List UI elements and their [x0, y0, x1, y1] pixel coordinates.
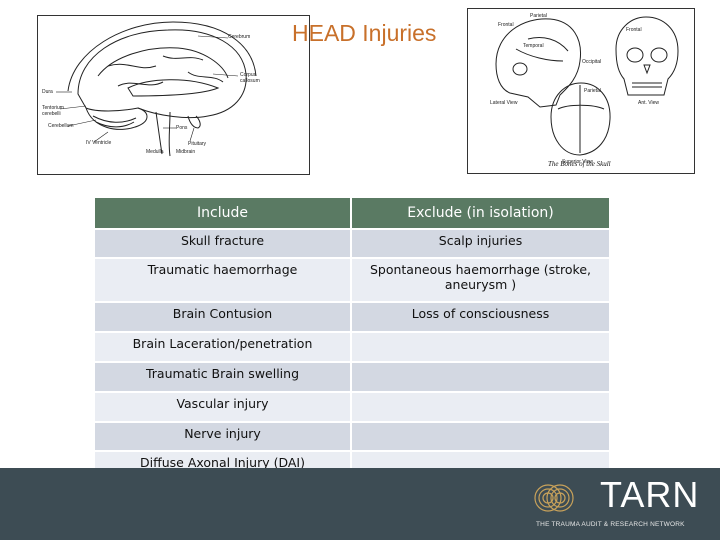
tarn-logo-text: TARN [600, 474, 700, 515]
label-temporal: Temporal [523, 43, 544, 49]
label-cerebrum: Cerebrum [228, 34, 251, 40]
table-row: Vascular injury [93, 391, 611, 423]
label-tentorium: Tentorium cerebelli [42, 105, 64, 117]
skull-drawing [495, 16, 679, 156]
label-pons: Pons [176, 125, 188, 131]
label-superior-view: Superior View [562, 159, 594, 165]
table-row: Brain Contusion Loss of consciousness [93, 301, 611, 333]
label-anterior-view: Ant. View [638, 100, 660, 106]
label-frontal-anterior: Frontal [626, 27, 642, 33]
exclude-cell [350, 421, 611, 452]
exclude-cell: Loss of consciousness [350, 301, 611, 333]
tarn-tagline: THE TRAUMA AUDIT & RESEARCH NETWORK [536, 521, 685, 528]
table-row: Brain Laceration/penetration [93, 331, 611, 363]
exclude-cell: Spontaneous haemorrhage (stroke, aneurys… [350, 257, 611, 303]
skull-caption: The Bones of the Skull [548, 160, 611, 168]
label-parietal: Parietal [530, 13, 547, 19]
include-cell: Vascular injury [93, 391, 352, 423]
include-cell: Nerve injury [93, 421, 352, 452]
include-cell: Brain Contusion [93, 301, 352, 333]
label-occipital: Occipital [582, 59, 602, 65]
table-row: Traumatic haemorrhage Spontaneous haemor… [93, 257, 611, 303]
table-row: Skull fracture Scalp injuries [93, 228, 611, 259]
exclude-cell: Scalp injuries [350, 228, 611, 259]
label-pituitary: Pituitary [188, 141, 207, 147]
tarn-logo-icon [534, 484, 574, 512]
brain-diagram: Cerebrum Corpus callosum Dura Tentorium … [37, 15, 310, 175]
label-cerebellum: Cerebellum [48, 123, 74, 129]
header-include: Include [93, 196, 352, 230]
exclude-cell [350, 361, 611, 393]
brain-drawing [56, 21, 257, 157]
exclude-cell [350, 331, 611, 363]
label-frontal-lateral: Frontal [498, 22, 514, 28]
header-exclude: Exclude (in isolation) [350, 196, 611, 230]
table-row: Nerve injury [93, 421, 611, 452]
label-midbrain: Midbrain [176, 149, 196, 155]
label-lateral-view: Lateral View [490, 100, 518, 106]
include-cell: Skull fracture [93, 228, 352, 259]
exclude-cell [350, 391, 611, 423]
include-cell: Brain Laceration/penetration [93, 331, 352, 363]
label-medulla: Medulla [146, 149, 164, 155]
skull-diagram: Parietal Frontal Frontal Temporal Occipi… [467, 8, 695, 174]
page-title: HEAD Injuries [292, 20, 437, 46]
table-row: Traumatic Brain swelling [93, 361, 611, 393]
label-parietal-superior: Parietal [584, 88, 601, 94]
include-cell: Traumatic Brain swelling [93, 361, 352, 393]
footer-band [0, 468, 720, 540]
include-cell: Traumatic haemorrhage [93, 257, 352, 303]
label-corpus-callosum: Corpus callosum [240, 72, 260, 84]
table-header-row: Include Exclude (in isolation) [93, 196, 611, 230]
label-iv-ventricle: IV Ventricle [86, 140, 112, 146]
injury-classification-table: Include Exclude (in isolation) Skull fra… [93, 196, 611, 482]
label-dura: Dura [42, 89, 53, 95]
